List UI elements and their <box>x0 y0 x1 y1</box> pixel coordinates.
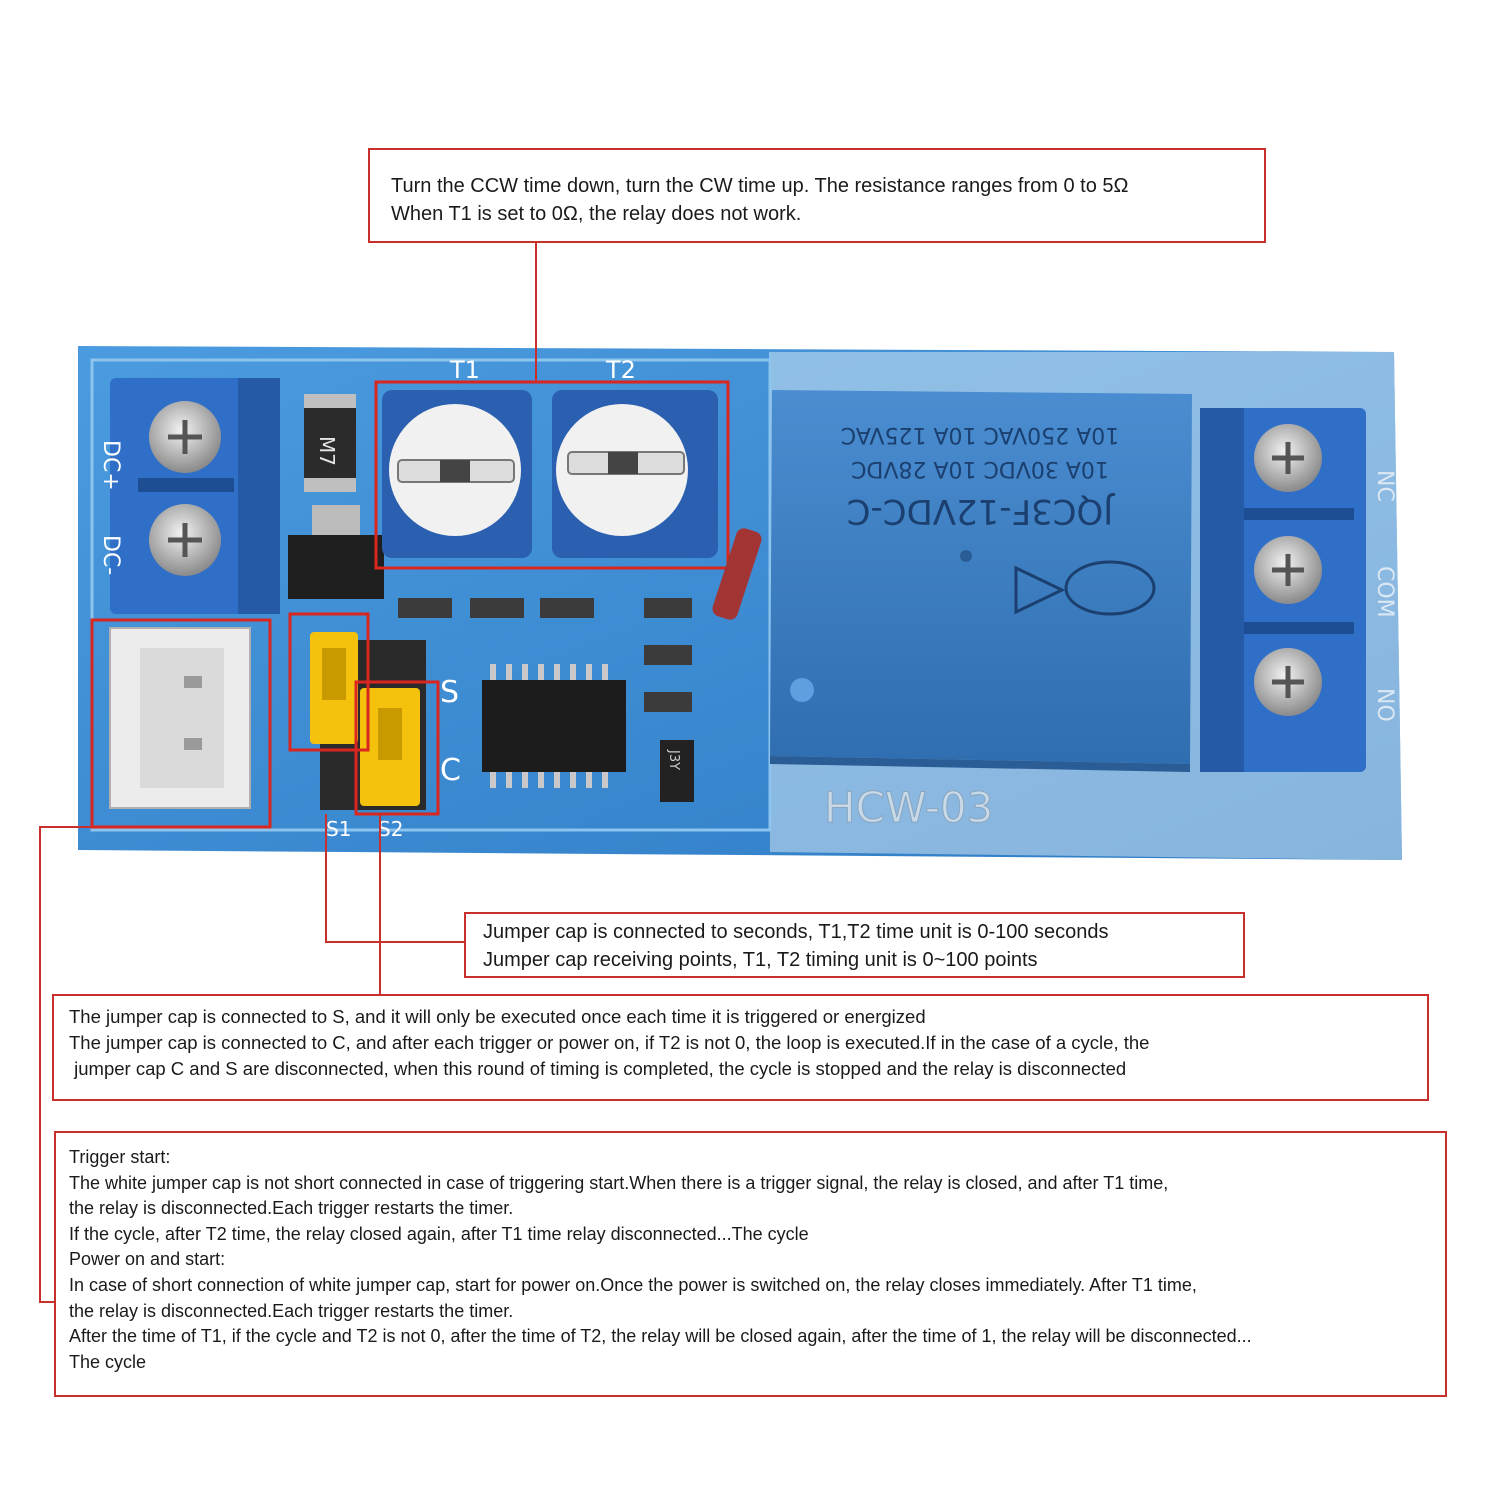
callout-line: Jumper cap receiving points, T1, T2 timi… <box>483 949 1038 971</box>
callout-line: Jumper cap is connected to seconds, T1,T… <box>483 921 1109 943</box>
leader-trigger <box>39 826 92 1303</box>
relay-dc-rating: 10A 30VDC 10A 28VDC <box>851 456 1109 481</box>
power-terminal-block <box>110 378 280 614</box>
potentiometer-t2 <box>552 390 718 558</box>
smd-components <box>398 598 692 712</box>
callout-line: the relay is disconnected.Each trigger r… <box>69 1198 514 1219</box>
cycle-mode-callout: The jumper cap is connected to S, and it… <box>52 994 1429 1101</box>
callout-line: jumper cap C and S are disconnected, whe… <box>69 1058 1127 1079</box>
callout-line: If the cycle, after T2 time, the relay c… <box>69 1223 809 1244</box>
t2-label: T2 <box>605 356 636 384</box>
callout-line: In case of short connection of white jum… <box>69 1274 1197 1295</box>
output-terminal-block <box>1200 408 1366 772</box>
callout-line: The jumper cap is connected to C, and af… <box>69 1032 1150 1053</box>
transistor-label: J3Y <box>666 749 681 770</box>
s1-label: S1 <box>326 817 351 841</box>
mode-s-label: S <box>440 675 459 710</box>
dc-plus-label: DC+ <box>98 440 123 491</box>
trigger-connector <box>109 627 251 809</box>
small-diode <box>712 528 762 620</box>
callout-line: Trigger start: <box>69 1147 171 1167</box>
transistor <box>660 740 694 802</box>
callout-line: Turn the CCW time down, turn the CW time… <box>391 175 1129 197</box>
callout-line: The cycle <box>69 1351 147 1372</box>
trigger-mode-callout: Trigger start: The white jumper cap is n… <box>54 1131 1447 1397</box>
pot-callout: Turn the CCW time down, turn the CW time… <box>368 148 1266 243</box>
relay <box>770 390 1192 772</box>
callout-line: the relay is disconnected.Each trigger r… <box>69 1300 514 1321</box>
com-label: COM <box>1372 566 1397 618</box>
callout-line: The jumper cap is connected to S, and it… <box>69 1006 926 1027</box>
board-model-label: HCW-03 <box>824 783 993 832</box>
jumper-s2-highlight <box>354 680 440 816</box>
relay-model-text: JQC3F-12VDC-C <box>847 491 1115 531</box>
regulator-chip <box>288 535 384 599</box>
callout-line: When T1 is set to 0Ω, the relay does not… <box>391 203 802 225</box>
dc-minus-label: DC- <box>98 535 123 575</box>
diode-label: M7 <box>315 436 339 466</box>
warning-triangle-icon <box>1014 565 1066 615</box>
callout-line: Power on and start: <box>69 1249 226 1270</box>
connector-highlight-box <box>90 618 272 829</box>
timer-ic <box>482 680 626 772</box>
diode <box>304 394 356 492</box>
callout-line: After the time of T1, if the cycle and T… <box>69 1326 1252 1347</box>
no-label: NO <box>1372 688 1397 722</box>
t1-label: T1 <box>449 356 480 384</box>
s2-label: S2 <box>378 817 403 841</box>
mode-c-label: C <box>440 753 461 788</box>
cqc-mark-icon <box>1064 560 1156 616</box>
callout-line: The white jumper cap is not short connec… <box>69 1172 1169 1193</box>
potentiometer-t1 <box>382 390 532 558</box>
nc-label: NC <box>1372 470 1397 502</box>
time-unit-callout: Jumper cap is connected to seconds, T1,T… <box>464 912 1245 978</box>
relay-ac-rating: 10A 250VAC 10A 125VAC <box>841 422 1119 447</box>
leader-unit <box>325 814 464 943</box>
pot-highlight-box <box>374 380 730 570</box>
